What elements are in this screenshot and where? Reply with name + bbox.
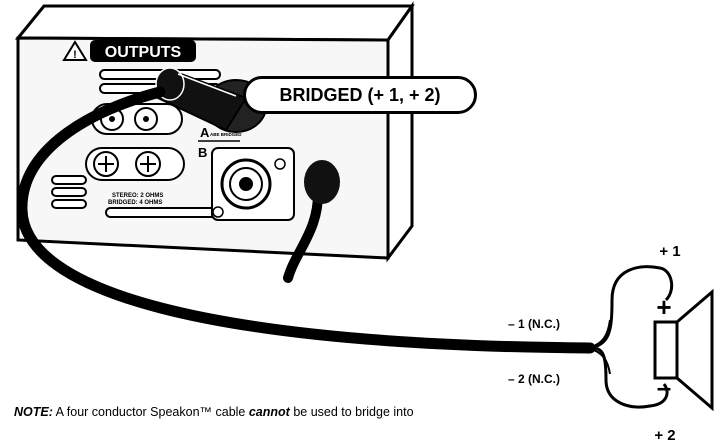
unused-cable [283,160,340,283]
channel-b-label: B [198,145,207,160]
minus-2-label: – 2 (N.C.) [508,372,560,386]
speaker-plus: + [656,292,671,322]
channel-a-label: A [200,125,210,140]
outputs-title: OUTPUTS [105,44,182,61]
speakon-jack-b [211,147,295,221]
bridged-callout: BRIDGED (+ 1, + 2) [243,76,477,114]
minus-1-label: – 1 (N.C.) [508,317,560,331]
note-text-1: A four conductor Speakon™ cable [52,405,249,419]
note-emphasis: cannot [248,405,290,419]
svg-text:!: ! [73,49,77,61]
plus-1-label: + 1 [659,243,680,260]
speaker-wires [587,265,674,409]
note-text-2: be used to bridge into [289,405,414,419]
outputs-badge: ! OUTPUTS [62,40,196,62]
note-lead: NOTE: [14,405,53,419]
binding-posts-b [85,147,185,181]
impedance-bridged: BRIDGED: 4 OHMS [108,200,162,206]
impedance-stereo: STEREO: 2 OHMS [112,193,163,199]
note-text: NOTE: A four conductor Speakon™ cable ca… [14,405,614,420]
plus-2-label: + 2 [654,427,675,444]
speaker-minus: – [657,372,671,402]
warning-triangle-icon [62,40,88,61]
speaker-icon [653,288,714,412]
channel-a-small-text: ABE BRIDGED [210,132,242,137]
bridged-cable [16,86,596,354]
